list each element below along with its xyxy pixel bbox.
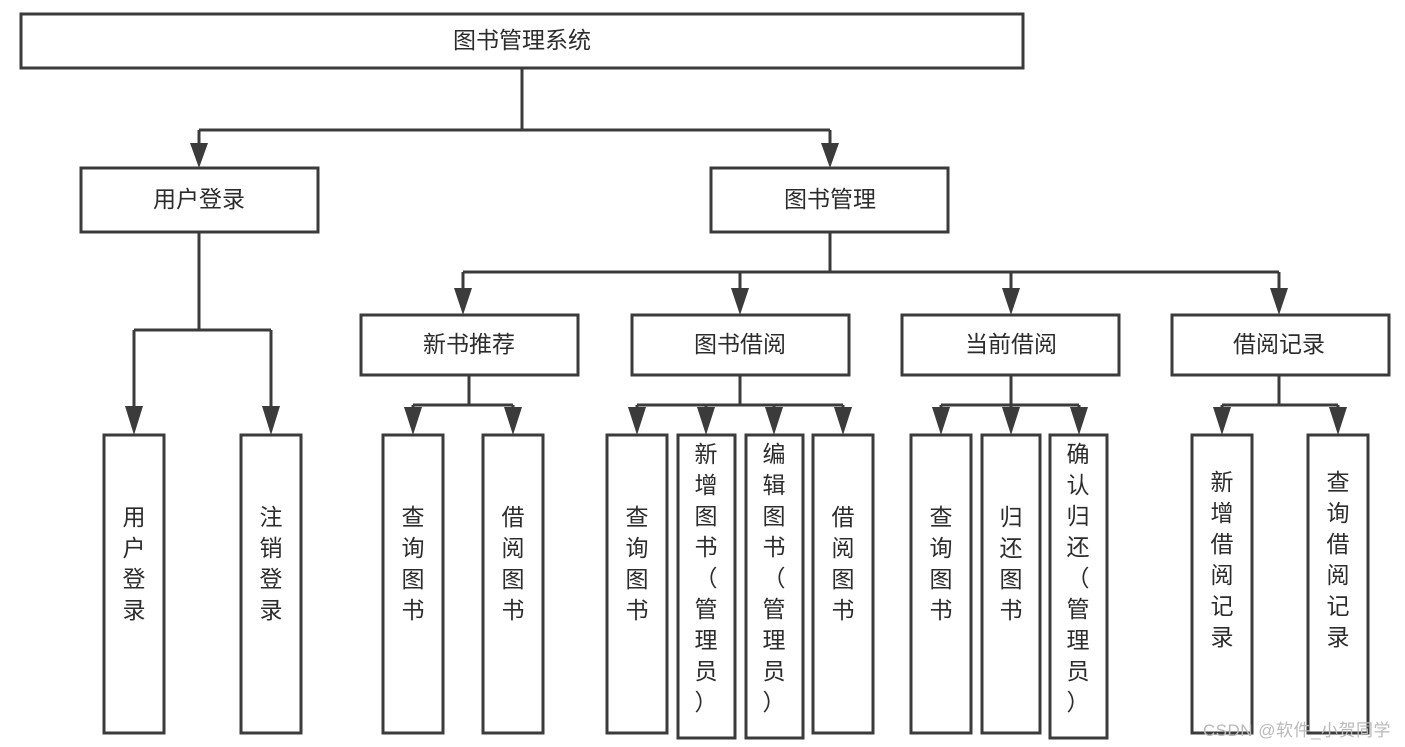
node-borrow-record-box[interactable]	[1170, 313, 1391, 377]
arrow-currentborrow-leaf1	[932, 407, 950, 435]
leaf-query-book-borrow-box[interactable]	[605, 433, 669, 735]
leaf-confirm-return-admin-label: 确认归还（管理员）	[1067, 441, 1090, 715]
node-book-borrow-label: 图书借阅	[694, 331, 786, 357]
leaf-edit-book-admin-box[interactable]	[744, 433, 805, 740]
leaf-confirm-return-admin[interactable]: 确认归还（管理员）	[1048, 433, 1109, 740]
node-root[interactable]: 图书管理系统	[19, 12, 1025, 70]
node-book-management-box[interactable]	[709, 166, 950, 234]
node-current-borrow-box[interactable]	[900, 313, 1121, 377]
node-book-borrow[interactable]: 图书借阅	[630, 313, 851, 377]
leaf-borrow-book-borrow[interactable]: 借阅图书	[811, 433, 875, 735]
arrow-leaf-user-login	[125, 406, 143, 435]
leaf-return-book-box[interactable]	[980, 433, 1042, 735]
watermark: CSDN @软件_小贺同学	[1202, 721, 1391, 740]
arrow-to-currentborrow	[1002, 288, 1020, 315]
leaf-borrow-book-rec-box[interactable]	[481, 433, 545, 735]
node-book-borrow-box[interactable]	[630, 313, 851, 377]
leaf-add-book-admin[interactable]: 新增图书（管理员）	[676, 433, 737, 740]
leaf-return-book-label: 归还图书	[1000, 504, 1023, 623]
arrow-to-bookborrow	[731, 288, 749, 315]
leaf-add-book-admin-box[interactable]	[676, 433, 737, 740]
node-user-login[interactable]: 用户登录	[79, 166, 320, 234]
node-book-management[interactable]: 图书管理	[709, 166, 950, 234]
node-user-login-box[interactable]	[79, 166, 320, 234]
node-current-borrow[interactable]: 当前借阅	[900, 313, 1121, 377]
leaf-query-book-current-label: 查询图书	[930, 504, 953, 623]
arrow-to-bookmgmt	[821, 143, 839, 168]
leaf-query-book-rec[interactable]: 查询图书	[381, 433, 445, 735]
leaf-edit-book-admin[interactable]: 编辑图书（管理员）	[744, 433, 805, 740]
leaf-query-borrow-record-label: 查询借阅记录	[1327, 469, 1350, 650]
leaf-edit-book-admin-label: 编辑图书（管理员）	[763, 441, 786, 715]
leaf-query-borrow-record-box[interactable]	[1306, 433, 1370, 735]
leaf-query-book-current[interactable]: 查询图书	[909, 433, 973, 735]
leaf-borrow-book-borrow-label: 借阅图书	[832, 504, 855, 623]
node-root-label: 图书管理系统	[453, 27, 591, 53]
arrow-currentborrow-leaf3	[1070, 407, 1088, 435]
arrow-bookborrow-leaf4	[834, 407, 852, 435]
node-new-book-recommend-label: 新书推荐	[423, 331, 515, 357]
arrow-newbook-leaf2	[504, 407, 522, 435]
arrow-borrowrecord-leaf1	[1213, 407, 1231, 435]
arrow-borrowrecord-leaf2	[1329, 407, 1347, 435]
arrow-bookborrow-leaf3	[765, 407, 783, 435]
leaf-add-borrow-record[interactable]: 新增借阅记录	[1190, 433, 1254, 735]
leaf-logout[interactable]: 注销登录	[239, 433, 303, 735]
leaf-query-book-rec-box[interactable]	[381, 433, 445, 735]
leaf-query-book-rec-label: 查询图书	[402, 504, 425, 623]
leaf-user-login-label: 用户登录	[123, 504, 146, 623]
node-current-borrow-label: 当前借阅	[965, 331, 1057, 357]
leaf-return-book[interactable]: 归还图书	[980, 433, 1042, 735]
leaf-logout-label: 注销登录	[260, 504, 283, 623]
leaf-confirm-return-admin-box[interactable]	[1048, 433, 1109, 740]
leaf-user-login-box[interactable]	[102, 433, 166, 735]
arrow-bookborrow-leaf2	[697, 407, 715, 435]
node-borrow-record[interactable]: 借阅记录	[1170, 313, 1391, 377]
leaf-logout-box[interactable]	[239, 433, 303, 735]
leaf-borrow-book-borrow-box[interactable]	[811, 433, 875, 735]
leaf-add-borrow-record-label: 新增借阅记录	[1211, 469, 1234, 650]
leaf-add-book-admin-label: 新增图书（管理员）	[695, 441, 718, 715]
leaf-query-book-borrow[interactable]: 查询图书	[605, 433, 669, 735]
leaf-user-login[interactable]: 用户登录	[102, 433, 166, 735]
leaf-borrow-book-rec-label: 借阅图书	[502, 504, 525, 623]
arrow-to-newbook	[454, 288, 472, 315]
arrow-to-userlogin	[190, 143, 208, 168]
arrow-currentborrow-leaf2	[1002, 407, 1020, 435]
leaf-add-borrow-record-box[interactable]	[1190, 433, 1254, 735]
node-root-box[interactable]	[19, 12, 1025, 70]
node-new-book-recommend-box[interactable]	[359, 313, 580, 377]
node-borrow-record-label: 借阅记录	[1233, 331, 1325, 357]
connector-layer	[125, 68, 1347, 435]
node-user-login-label: 用户登录	[153, 186, 245, 212]
arrow-leaf-logout	[262, 406, 280, 435]
arrow-to-borrowrecord	[1270, 288, 1288, 315]
arrow-bookborrow-leaf1	[628, 407, 646, 435]
leaf-query-book-current-box[interactable]	[909, 433, 973, 735]
arrow-newbook-leaf1	[404, 407, 422, 435]
leaf-borrow-book-rec[interactable]: 借阅图书	[481, 433, 545, 735]
leaf-query-book-borrow-label: 查询图书	[626, 504, 649, 623]
node-book-management-label: 图书管理	[784, 186, 876, 212]
leaf-query-borrow-record[interactable]: 查询借阅记录	[1306, 433, 1370, 735]
node-new-book-recommend[interactable]: 新书推荐	[359, 313, 580, 377]
